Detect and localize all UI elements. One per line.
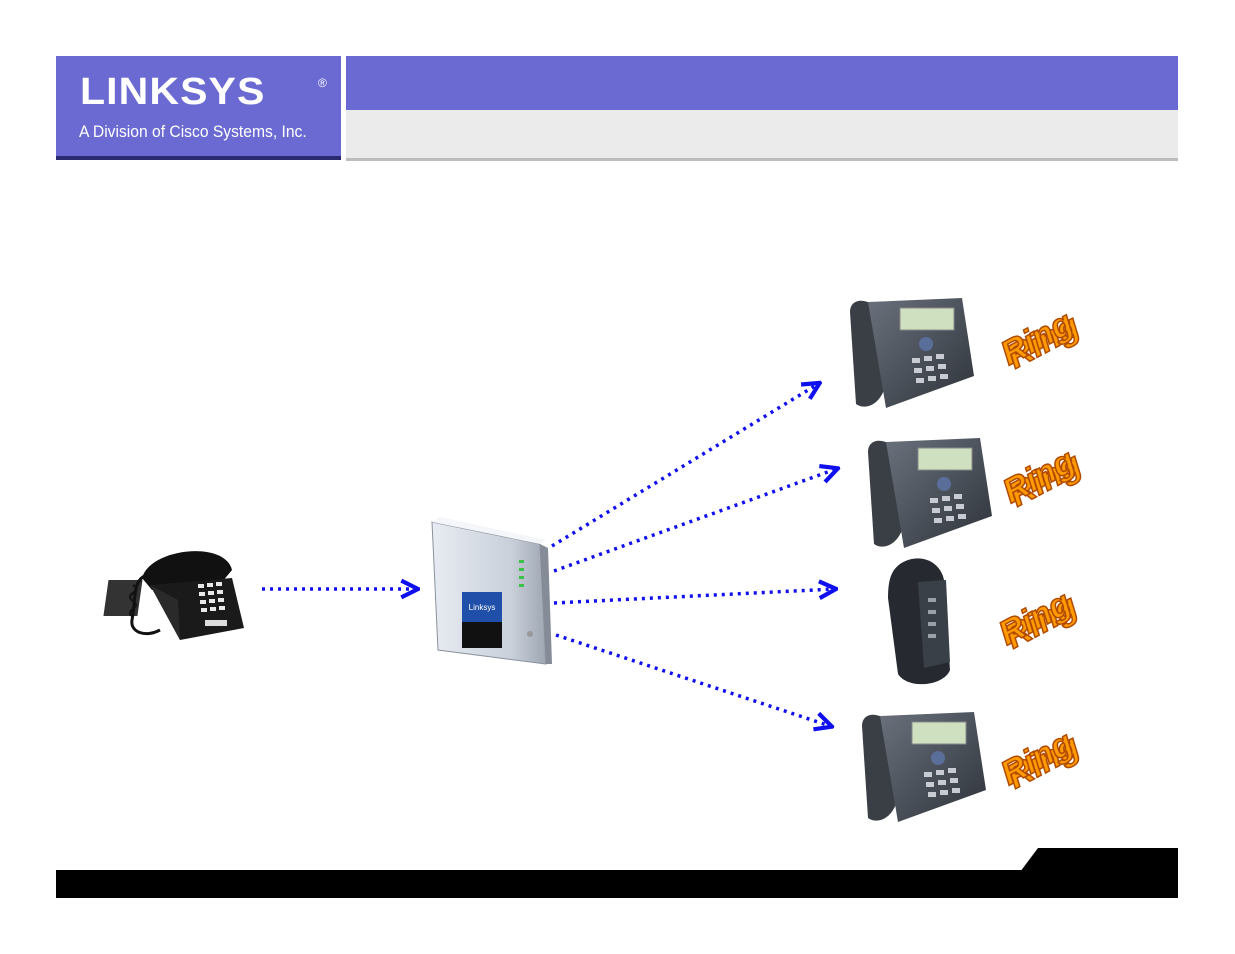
registered-mark: ® [318, 76, 327, 90]
compact-phone-3 [888, 558, 950, 685]
ip-phone-1 [850, 298, 974, 408]
ata-black-panel [462, 622, 502, 648]
ring-label-2: Ring Ring [996, 441, 1089, 515]
arrow-ata-to-phone-2 [553, 469, 836, 573]
ip-phone-2 [868, 438, 992, 548]
svg-text:Linksys: Linksys [469, 603, 496, 612]
ring-label-4: Ring Ring [994, 723, 1087, 797]
ring-label-3: Ring Ring [992, 583, 1085, 657]
ring-label-1: Ring Ring [994, 303, 1087, 377]
ata-blue-panel [462, 592, 502, 622]
ip-phone-4 [862, 712, 986, 822]
footer-tab [1020, 848, 1178, 872]
arrow-ata-to-phone-4 [555, 633, 830, 726]
header-title-band [346, 56, 1178, 110]
header-subtitle-band [346, 110, 1178, 161]
ata-gateway-device: Linksys [431, 517, 552, 665]
linksys-logo: LINKSYS ® A Division of Cisco Systems, I… [56, 56, 341, 160]
analog-phone [103, 551, 244, 640]
call-arrows [262, 384, 836, 726]
footer-bar [56, 870, 1178, 898]
arrow-ata-to-phone-3 [553, 589, 834, 605]
arrow-ata-to-phone-1 [551, 384, 818, 548]
logo-subtitle: A Division of Cisco Systems, Inc. [79, 122, 307, 141]
logo-wordmark: LINKSYS [80, 71, 266, 113]
